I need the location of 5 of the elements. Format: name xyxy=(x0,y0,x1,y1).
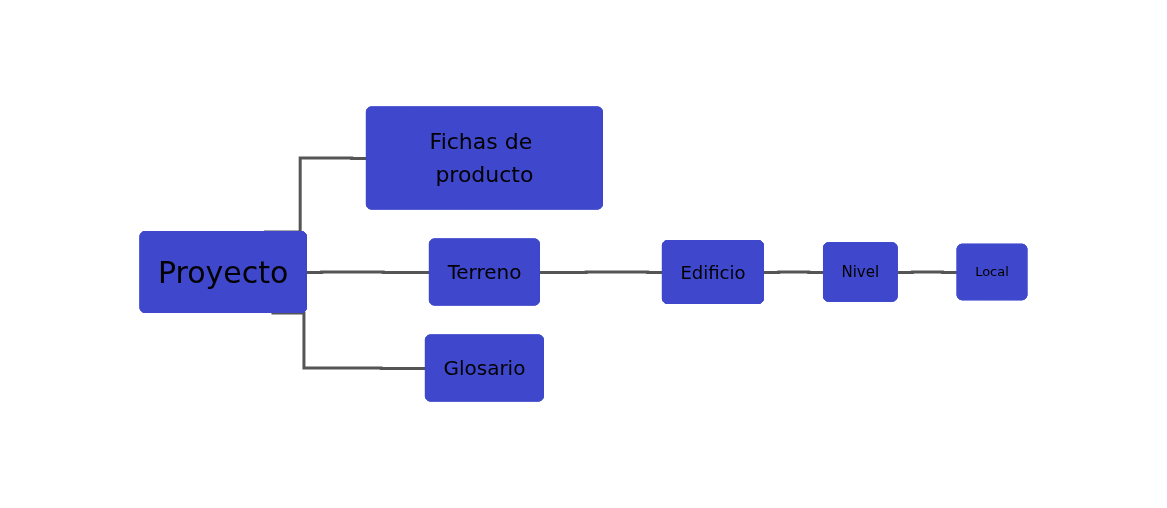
connector xyxy=(271,311,426,370)
connector xyxy=(540,270,663,274)
connector xyxy=(764,270,825,274)
connector xyxy=(307,270,430,274)
connector xyxy=(897,270,958,274)
